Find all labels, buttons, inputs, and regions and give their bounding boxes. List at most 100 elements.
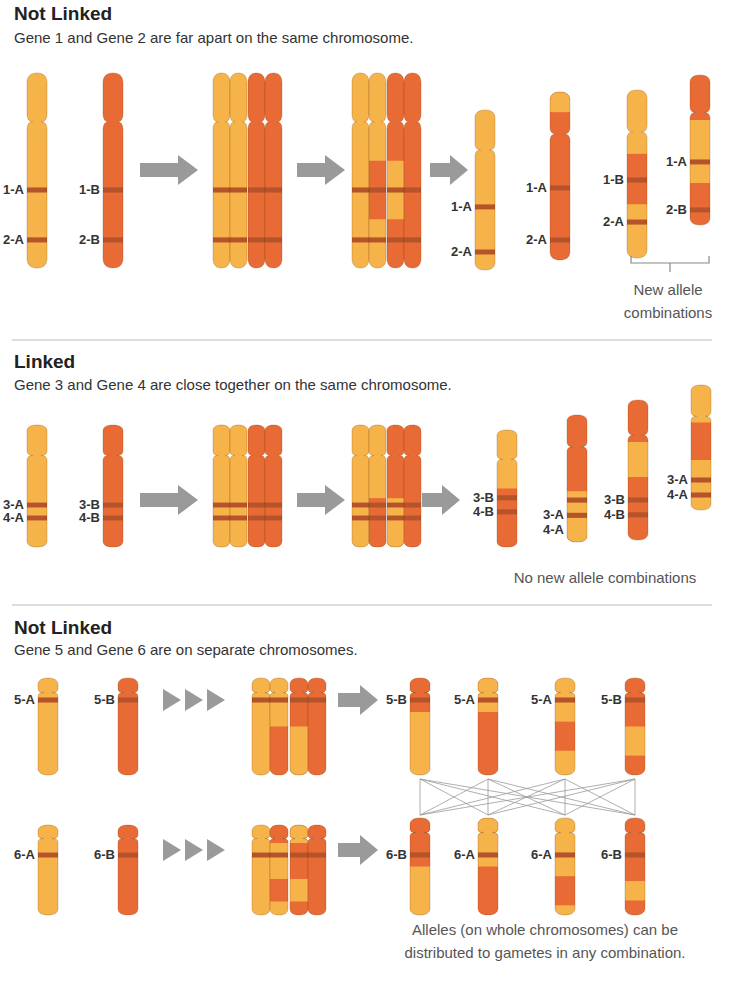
chromosome [38, 678, 58, 775]
chromosome [497, 430, 517, 547]
allele-label: 4-B [454, 504, 494, 520]
chromosome [410, 818, 430, 915]
chromatid [248, 425, 265, 547]
chromosome [691, 385, 711, 510]
allele-label: 1-A [507, 180, 547, 196]
chromosome [118, 678, 138, 775]
section-band: Not LinkedGene 1 and Gene 2 are far apar… [0, 0, 742, 340]
allele-label: 6-A [0, 847, 35, 863]
allele-label: 4-B [585, 507, 625, 523]
allele-label: 2-A [507, 232, 547, 248]
chromatid [252, 825, 270, 915]
caption: Alleles (on whole chromosomes) can be di… [382, 918, 708, 964]
section-heading: Not Linked [14, 617, 112, 639]
chromatid [369, 73, 386, 268]
chromatid [252, 678, 270, 775]
allele-label: 4-A [524, 522, 564, 538]
bracket [631, 256, 709, 272]
chromatid [308, 678, 326, 775]
chromosome [475, 110, 495, 270]
chromatid [387, 73, 404, 268]
chromosome [410, 678, 430, 775]
triple-arrow [163, 839, 225, 861]
divider [12, 605, 712, 606]
divider [12, 340, 712, 341]
allele-label: 5-A [435, 692, 475, 708]
section-heading: Linked [14, 351, 75, 373]
arrow [338, 685, 378, 715]
allele-label: 3-A [648, 472, 688, 488]
chromosome [38, 825, 58, 915]
chromosome [103, 73, 123, 268]
allele-label: 2-A [0, 232, 24, 248]
chromosome [627, 90, 647, 258]
chromatid [387, 425, 404, 547]
chromosome [27, 73, 47, 268]
allele-label: 5-B [75, 692, 115, 708]
allele-label: 1-A [0, 182, 24, 198]
allele-label: 1-A [647, 154, 687, 170]
allele-label: 3-A [524, 507, 564, 523]
allele-label: 4-A [0, 510, 24, 526]
allele-label: 2-B [60, 232, 100, 248]
chromosome [555, 818, 575, 915]
triple-arrow [163, 689, 225, 711]
arrow [297, 155, 345, 185]
allele-label: 1-A [432, 199, 472, 215]
allele-label: 2-A [584, 214, 624, 230]
caption: New allele combinations [618, 278, 718, 324]
chromatid [369, 425, 386, 547]
chromatid [265, 73, 282, 268]
allele-label: 1-B [60, 182, 100, 198]
section-subtitle: Gene 3 and Gene 4 are close together on … [14, 375, 452, 395]
allele-label: 1-B [584, 172, 624, 188]
chromatid [290, 678, 308, 775]
allele-label: 5-B [367, 692, 407, 708]
allele-label: 3-B [585, 492, 625, 508]
caption: No new allele combinations [490, 566, 720, 589]
chromatid [352, 73, 369, 268]
chromosome [555, 678, 575, 775]
assortment-lines [420, 779, 635, 815]
allele-label: 3-B [454, 490, 494, 506]
allele-label: 6-B [75, 847, 115, 863]
chromatid [352, 425, 369, 547]
chromosome [478, 678, 498, 775]
chromosome [567, 415, 587, 542]
chromatid [265, 425, 282, 547]
chromosome [690, 75, 710, 225]
chromatid [248, 73, 265, 268]
chromosome [103, 425, 123, 547]
allele-label: 5-A [0, 692, 35, 708]
section-band: Not LinkedGene 5 and Gene 6 are on separ… [0, 605, 742, 986]
chromatid [404, 425, 421, 547]
arrow [430, 155, 468, 185]
chromosome [625, 678, 645, 775]
chromatid [290, 825, 308, 915]
allele-label: 6-B [582, 847, 622, 863]
chromosome [628, 400, 648, 540]
chromatid [270, 678, 288, 775]
allele-label: 2-B [647, 202, 687, 218]
chromatid [308, 825, 326, 915]
arrow [297, 485, 345, 515]
section-heading: Not Linked [14, 3, 112, 25]
chromosome [27, 425, 47, 547]
allele-label: 4-B [60, 510, 100, 526]
chromosome [478, 818, 498, 915]
allele-label: 5-B [582, 692, 622, 708]
chromatid [213, 425, 230, 547]
section-band: LinkedGene 3 and Gene 4 are close togeth… [0, 340, 742, 605]
allele-label: 6-B [367, 847, 407, 863]
allele-label: 6-A [435, 847, 475, 863]
arrow [422, 485, 460, 515]
allele-label: 4-A [648, 487, 688, 503]
allele-label: 5-A [512, 692, 552, 708]
chromatid [270, 825, 288, 915]
allele-label: 2-A [432, 244, 472, 260]
chromatid [230, 73, 247, 268]
chromatid [213, 73, 230, 268]
section-subtitle: Gene 5 and Gene 6 are on separate chromo… [14, 640, 358, 660]
